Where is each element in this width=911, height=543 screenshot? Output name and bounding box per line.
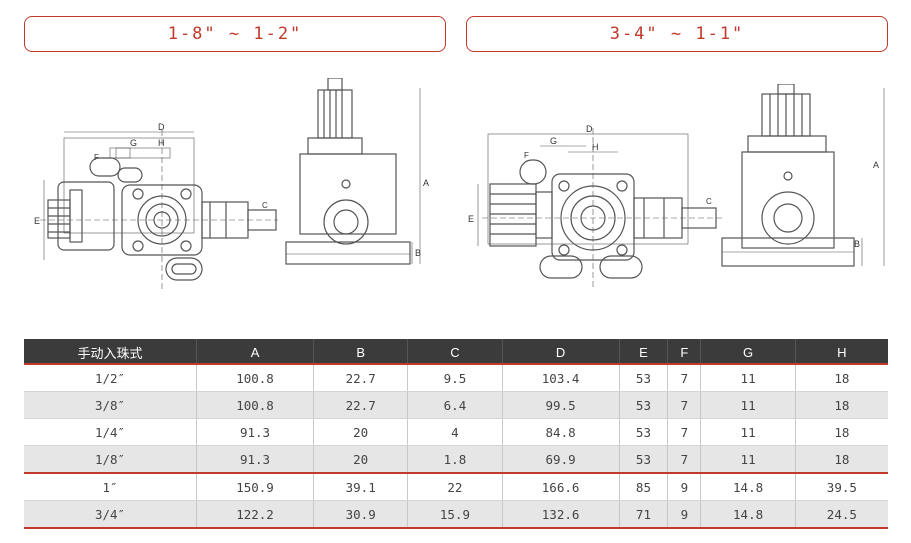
size-range-left: 1-8" ~ 1-2"	[24, 16, 446, 52]
cell-e: 85	[619, 472, 669, 501]
dim-label-a: A	[423, 178, 429, 188]
cell-a: 150.9	[196, 472, 315, 501]
cell-d: 99.5	[502, 391, 620, 419]
cell-f: 7	[667, 365, 702, 392]
cell-e: 53	[619, 391, 669, 419]
table-header-row: 手动入珠式 A B C D E F G H	[24, 339, 888, 365]
table-row: 3/8″ 100.8 22.7 6.4 99.5 53 7 11 18	[24, 391, 888, 419]
valve-side-view-small: A B	[285, 78, 429, 265]
cell-f: 7	[667, 391, 702, 419]
table-row: 1/2″ 100.8 22.7 9.5 103.4 53 7 11 18	[24, 365, 888, 392]
cell-h: 18	[795, 391, 888, 419]
cell-d: 103.4	[502, 365, 620, 392]
dim-label-f-large: F	[524, 151, 529, 160]
dim-label-e: E	[34, 216, 40, 226]
cell-f: 9	[667, 472, 702, 501]
cell-c: 1.8	[407, 445, 503, 474]
dim-label-d: D	[158, 122, 165, 132]
cell-g: 11	[700, 391, 796, 419]
cell-f: 7	[667, 418, 702, 446]
cell-e: 71	[619, 500, 669, 529]
cell-c: 22	[407, 472, 503, 501]
cell-h: 18	[795, 445, 888, 474]
col-header-model: 手动入珠式	[24, 339, 197, 365]
cell-g: 11	[700, 445, 796, 474]
valve-front-view-large: D G H E F C	[468, 124, 724, 290]
cell-d: 166.6	[502, 472, 620, 501]
cell-c: 6.4	[407, 391, 503, 419]
dim-label-g-large: G	[550, 136, 557, 146]
valve-front-view-small: D G H E F C	[34, 122, 278, 290]
cell-a: 122.2	[196, 500, 315, 529]
col-header-d: D	[502, 339, 620, 365]
cell-d: 69.9	[502, 445, 620, 474]
cell-e: 53	[619, 445, 669, 474]
dim-label-c-large: C	[706, 197, 712, 206]
cell-c: 4	[407, 418, 503, 446]
dim-label-b-large: B	[854, 239, 860, 249]
table-row: 1″ 150.9 39.1 22 166.6 85 9 14.8 39.5	[24, 472, 888, 501]
col-header-h: H	[795, 339, 888, 365]
cell-h: 24.5	[795, 500, 888, 529]
cell-g: 14.8	[700, 472, 796, 501]
cell-e: 53	[619, 418, 669, 446]
cell-a: 100.8	[196, 365, 315, 392]
dim-label-a-large: A	[873, 160, 879, 170]
col-header-e: E	[619, 339, 669, 365]
cell-b: 39.1	[313, 472, 409, 501]
cell-size: 1/4″	[24, 418, 197, 446]
cell-g: 14.8	[700, 500, 796, 529]
cell-size: 3/8″	[24, 391, 197, 419]
cell-d: 132.6	[502, 500, 620, 529]
dim-label-h-large: H	[592, 142, 599, 152]
dim-label-g: G	[130, 138, 137, 148]
cell-f: 7	[667, 445, 702, 474]
dim-label-f: F	[94, 153, 99, 162]
cell-a: 100.8	[196, 391, 315, 419]
cell-size: 1/8″	[24, 445, 197, 474]
cell-h: 39.5	[795, 472, 888, 501]
cell-d: 84.8	[502, 418, 620, 446]
table-row: 1/4″ 91.3 20 4 84.8 53 7 11 18	[24, 418, 888, 446]
cell-e: 53	[619, 365, 669, 392]
header-accent-line	[24, 363, 888, 365]
dimension-table: 手动入珠式 A B C D E F G H 1/2″ 100.8 22.7 9.…	[24, 339, 888, 529]
col-header-a: A	[196, 339, 315, 365]
col-header-f: F	[667, 339, 702, 365]
size-range-right: 3-4" ~ 1-1"	[466, 16, 888, 52]
table-row: 3/4″ 122.2 30.9 15.9 132.6 71 9 14.8 24.…	[24, 500, 888, 529]
dim-label-e-large: E	[468, 214, 474, 224]
cell-b: 20	[313, 418, 409, 446]
dim-label-d-large: D	[586, 124, 593, 134]
cell-a: 91.3	[196, 418, 315, 446]
cell-a: 91.3	[196, 445, 315, 474]
cell-size: 1/2″	[24, 365, 197, 392]
cell-b: 30.9	[313, 500, 409, 529]
cell-g: 11	[700, 418, 796, 446]
cell-size: 3/4″	[24, 500, 197, 529]
cell-b: 20	[313, 445, 409, 474]
cell-h: 18	[795, 418, 888, 446]
dim-label-c: C	[262, 201, 268, 210]
cell-b: 22.7	[313, 365, 409, 392]
cell-c: 15.9	[407, 500, 503, 529]
dim-label-h: H	[158, 138, 165, 148]
dim-label-b: B	[415, 248, 421, 258]
cell-b: 22.7	[313, 391, 409, 419]
col-header-c: C	[407, 339, 503, 365]
cell-size: 1″	[24, 472, 197, 501]
cell-c: 9.5	[407, 365, 503, 392]
valve-side-view-large: A B	[721, 84, 885, 267]
col-header-b: B	[313, 339, 409, 365]
cell-h: 18	[795, 365, 888, 392]
cell-f: 9	[667, 500, 702, 529]
cell-g: 11	[700, 365, 796, 392]
col-header-g: G	[700, 339, 796, 365]
table-row: 1/8″ 91.3 20 1.8 69.9 53 7 11 18	[24, 445, 888, 474]
